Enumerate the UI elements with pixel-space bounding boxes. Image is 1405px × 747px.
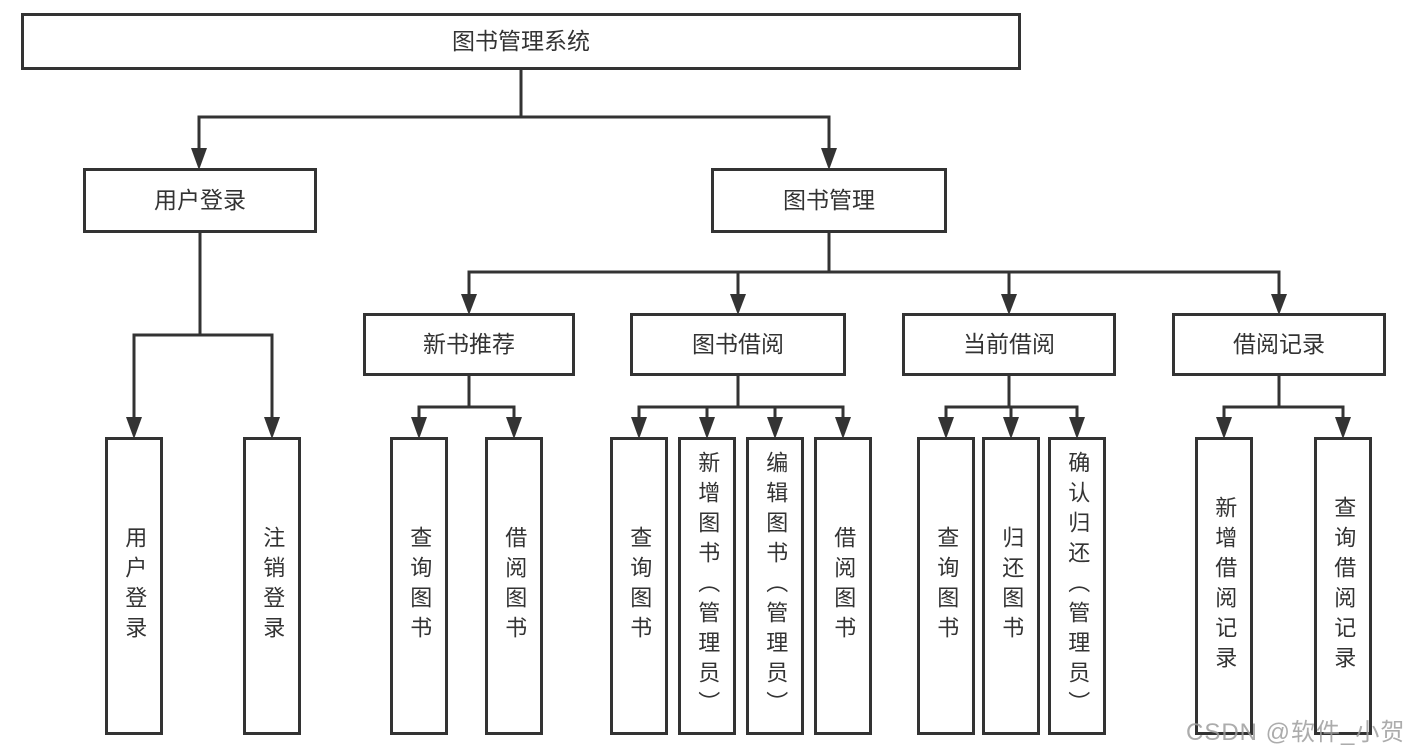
leaf-query-book-current: 查询图书: [917, 437, 975, 735]
leaf-query-borrow-record: 查询借阅记录: [1314, 437, 1372, 735]
node-user-login: 用户登录: [83, 168, 317, 233]
node-new-book-recommend: 新书推荐: [363, 313, 575, 376]
leaf-borrow-book-newbook: 借阅图书: [485, 437, 543, 735]
leaf-query-book-newbook: 查询图书: [390, 437, 448, 735]
node-current-borrowing: 当前借阅: [902, 313, 1116, 376]
leaf-confirm-return-admin: 确认归还（管理员）: [1048, 437, 1106, 735]
leaf-query-book-borrow: 查询图书: [610, 437, 668, 735]
node-root: 图书管理系统: [21, 13, 1021, 70]
leaf-user-login: 用户登录: [105, 437, 163, 735]
node-book-management: 图书管理: [711, 168, 947, 233]
leaf-logout: 注销登录: [243, 437, 301, 735]
leaf-edit-book-admin: 编辑图书（管理员）: [746, 437, 804, 735]
leaf-add-borrow-record: 新增借阅记录: [1195, 437, 1253, 735]
node-book-borrowing: 图书借阅: [630, 313, 846, 376]
leaf-return-book: 归还图书: [982, 437, 1040, 735]
leaf-add-book-admin: 新增图书（管理员）: [678, 437, 736, 735]
node-borrowing-records: 借阅记录: [1172, 313, 1386, 376]
leaf-borrow-book-borrow: 借阅图书: [814, 437, 872, 735]
csdn-watermark: CSDN @软件_小贺同学: [1186, 719, 1405, 746]
